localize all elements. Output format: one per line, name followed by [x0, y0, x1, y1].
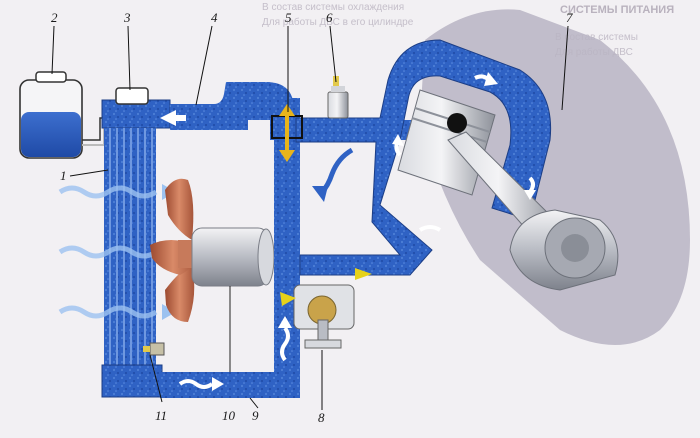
coolant-flow-arrows — [160, 72, 536, 391]
label-7-engine: 7 — [566, 10, 573, 25]
lower-radiator-hose — [160, 372, 300, 398]
label-4-upper-hose: 4 — [211, 10, 218, 25]
label-9-lower-hose: 9 — [252, 408, 259, 423]
fan — [150, 178, 196, 322]
background-text-line: В состав системы — [555, 32, 638, 43]
leader-lines — [51, 25, 569, 410]
background-heading: СИСТЕМЫ ПИТАНИЯ — [560, 4, 675, 16]
piston — [397, 89, 496, 196]
crankshaft — [447, 131, 619, 291]
label-11-radiator-sensor: 11 — [155, 408, 168, 423]
thermostat — [271, 104, 303, 162]
fan-motor — [191, 227, 275, 395]
background-text-left: В состав системы охлаждения Для работы Д… — [262, 0, 522, 30]
upper-hose-bend — [170, 82, 294, 128]
bypass-flow-arrowhead — [312, 186, 328, 202]
expansion-tank — [19, 71, 108, 159]
water-pump — [293, 284, 355, 349]
label-5-thermostat: 5 — [285, 10, 292, 25]
background-text-line: Для работы ДВС в его цилиндре — [262, 17, 414, 28]
engine-water-jacket — [295, 39, 552, 276]
label-6-temperature-sensor: 6 — [326, 10, 333, 25]
bypass-flow-arrow — [320, 147, 354, 194]
label-8-water-pump: 8 — [318, 410, 325, 425]
background-text-line: В состав системы охлаждения — [262, 2, 405, 13]
label-3-radiator-cap: 3 — [124, 10, 131, 25]
coolant-temperature-sensor — [327, 76, 349, 119]
engine-block-silhouette — [420, 9, 690, 345]
label-2-expansion-tank: 2 — [51, 10, 58, 25]
radiator-temperature-sensor — [143, 342, 165, 356]
label-10-fan-motor: 10 — [222, 408, 235, 423]
label-1-radiator: 1 — [60, 168, 67, 183]
yellow-flow-arrows — [280, 268, 372, 306]
